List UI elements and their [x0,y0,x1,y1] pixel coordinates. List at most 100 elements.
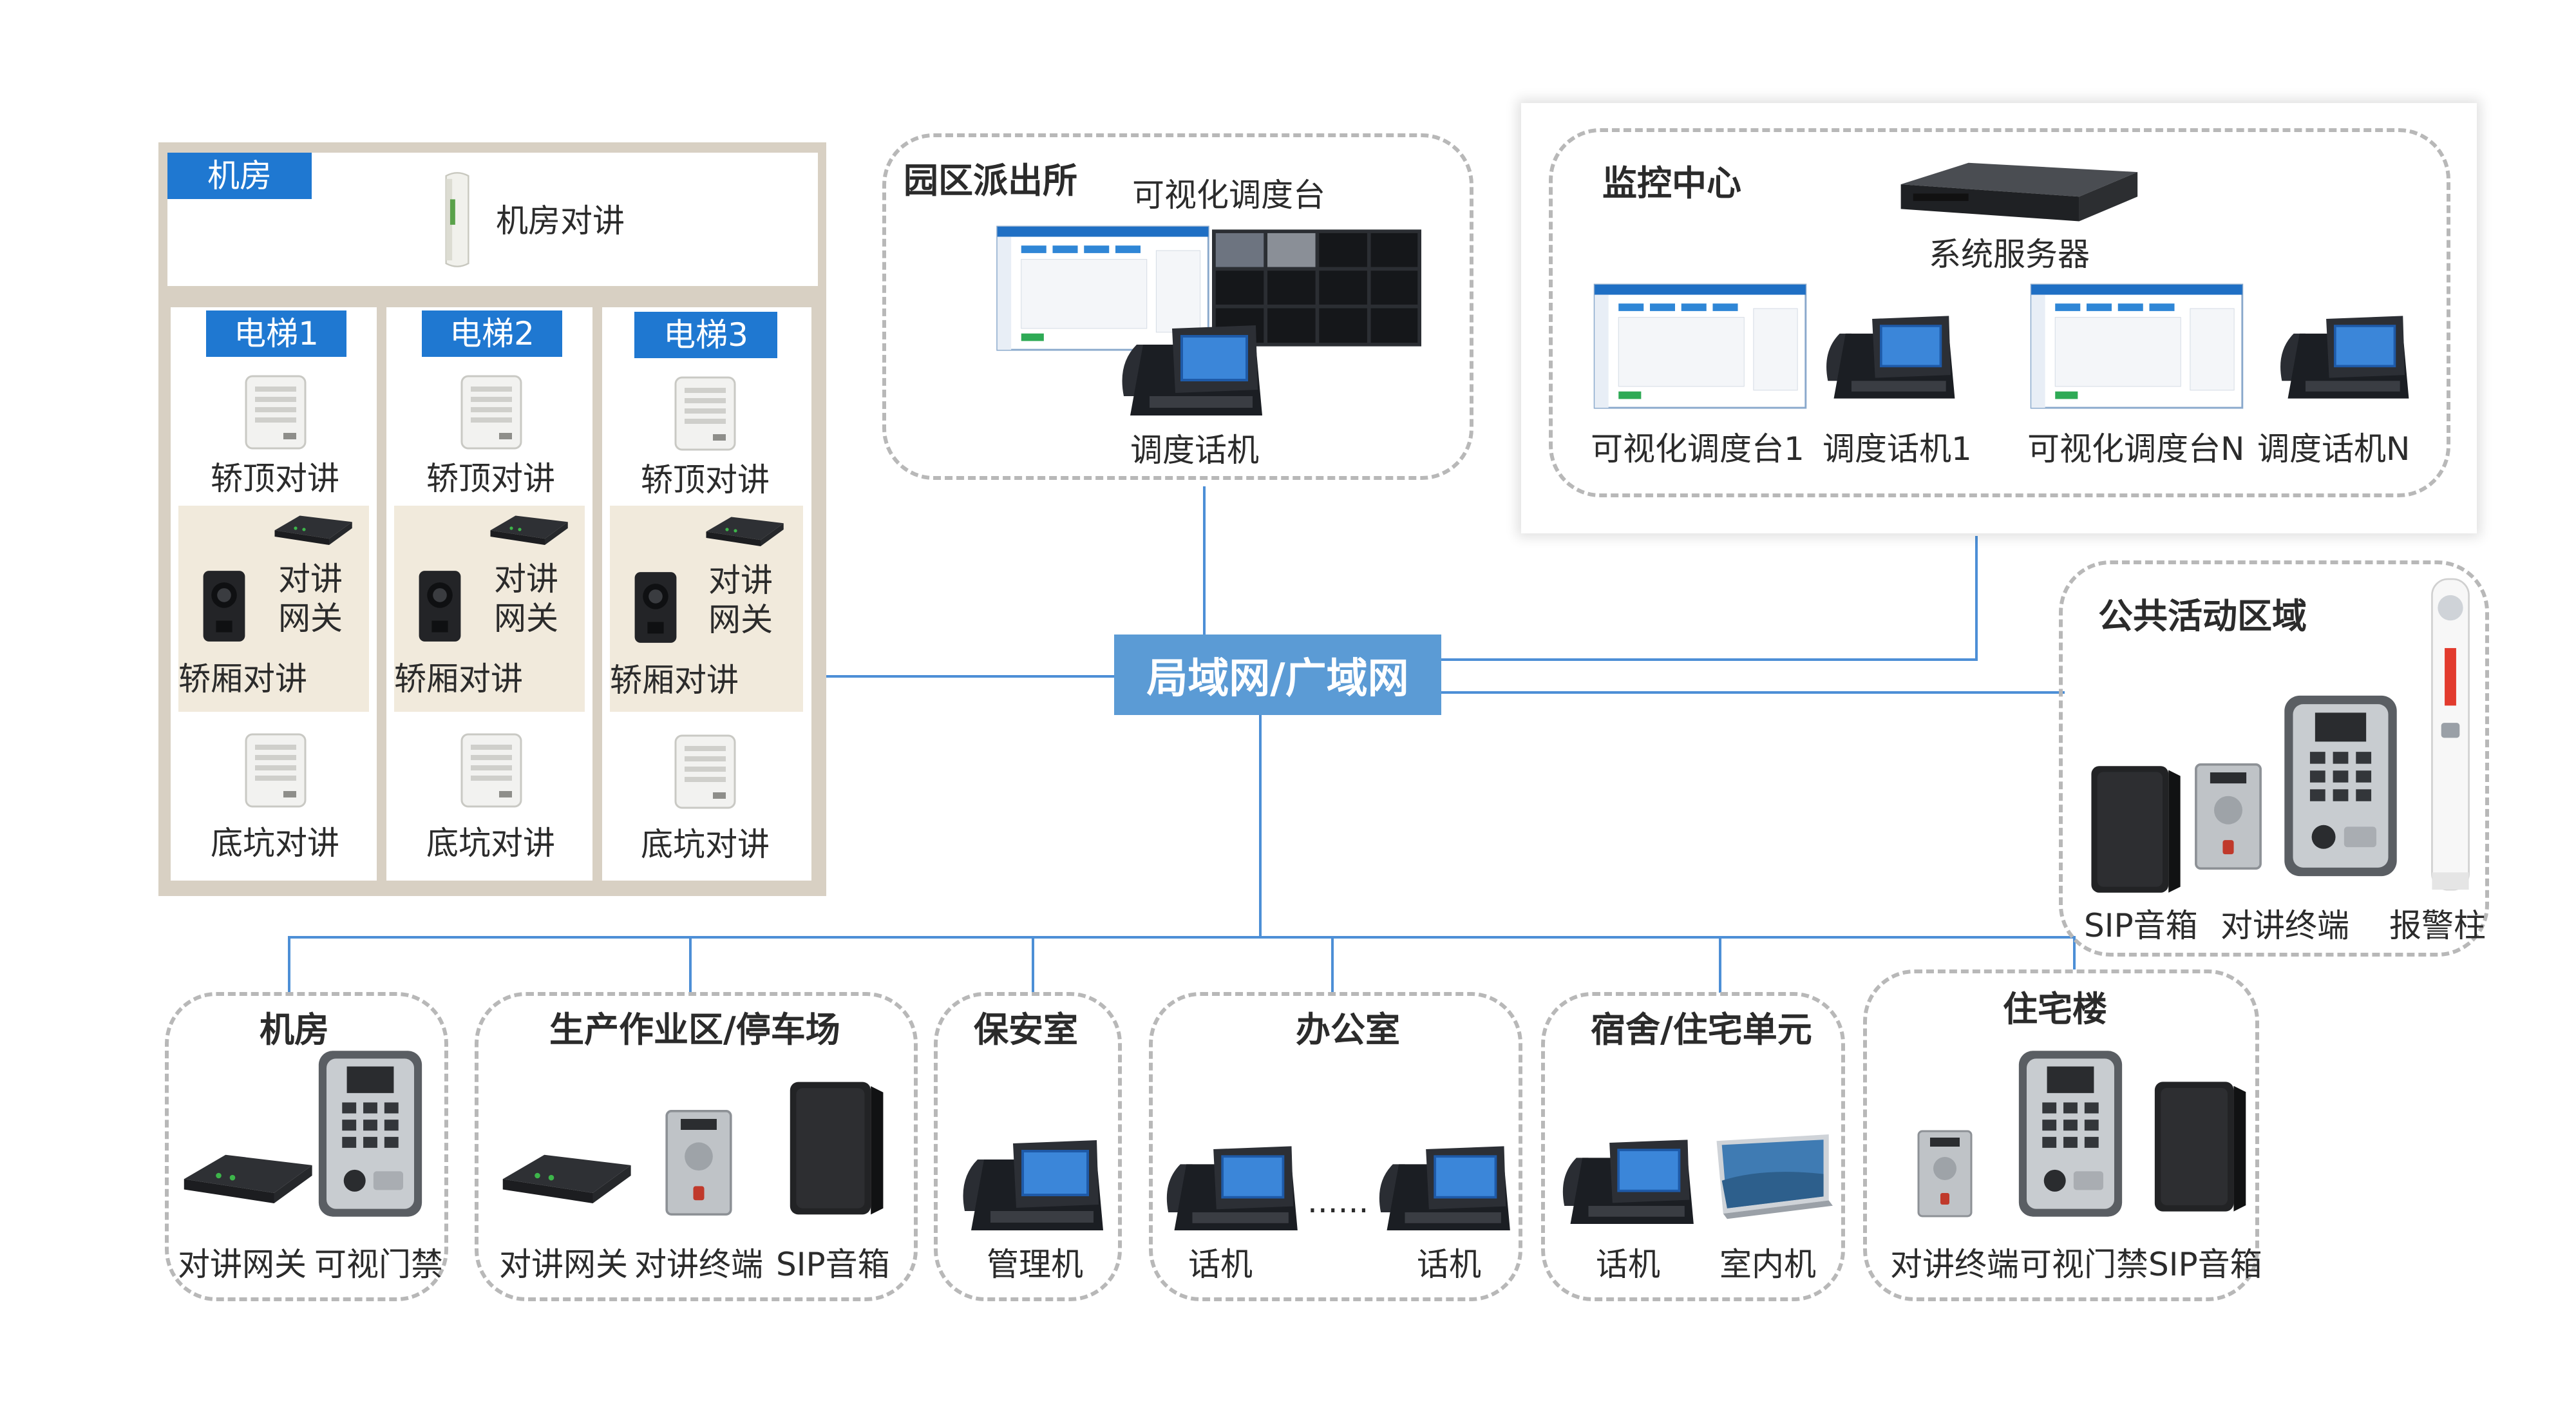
room-group [165,992,448,1301]
room-title: 机房 [260,1009,329,1050]
production-title: 生产作业区/停车场 [549,1009,840,1050]
pit-intercom-3 [673,733,737,810]
room-access-control [316,1047,425,1221]
elevator-tag-1: 电梯1 [206,310,346,357]
link-hub-to-monitor-h [1441,658,1978,661]
dorm-phone [1552,1134,1697,1224]
pit-intercom-2 [459,732,524,809]
public-intercom-terminal [2193,760,2264,873]
gateway-label-2a: 对讲 [494,560,558,598]
police-station-group [882,133,1473,480]
gateway-device-3 [702,510,786,549]
pit-intercom-1 [243,732,308,809]
bus-drop-office [1331,936,1334,993]
production-gateway [496,1143,634,1208]
console-1-label: 可视化调度台1 [1591,430,1804,468]
gateway-label-2b: 网关 [494,600,558,637]
production-intercom-terminal [663,1108,734,1217]
car-intercom-device-1 [201,568,247,644]
bus-drop-security [1032,936,1034,993]
police-phone-label: 调度话机 [1130,432,1259,469]
office-item2-label: 话机 [1417,1246,1481,1283]
public-area-group [2059,560,2489,957]
car-intercom-device-2 [417,568,463,644]
security-title: 保安室 [974,1009,1078,1050]
elevator-tag-2: 电梯2 [422,310,562,357]
gateway-label-1b: 网关 [278,600,343,637]
residential-group [1863,969,2259,1301]
residential-sip-speaker [2145,1076,2254,1217]
residential-item1-label: 对讲终端 [1890,1246,2019,1283]
car-label-1: 轿厢对讲 [178,660,307,698]
security-item1-label: 管理机 [987,1246,1083,1283]
residential-intercom-terminal [1897,1129,1993,1219]
pit-label-2: 底坑对讲 [426,825,555,862]
link-hub-to-public [1441,691,2065,694]
office-phone-1 [1156,1140,1301,1230]
production-item3-label: SIP音箱 [776,1246,890,1283]
monitor-center-title: 监控中心 [1602,163,1741,204]
dispatch-phone-n [2270,309,2412,399]
public-sip-speaker [2080,760,2190,899]
gateway-label-1a: 对讲 [278,560,343,598]
dorm-item1-label: 话机 [1596,1246,1660,1283]
bottom-bus [288,936,2076,939]
gateway-device-2 [486,509,570,548]
phone-n-label: 调度话机N [2257,430,2410,468]
production-item1-label: 对讲网关 [499,1246,628,1283]
network-hub: 局域网/广域网 [1114,635,1441,715]
bus-drop-production [689,936,692,993]
car-label-3: 轿厢对讲 [610,662,739,699]
residential-access-control [2016,1047,2125,1221]
office-item1-label: 话机 [1188,1246,1253,1283]
office-dots: ...... [1307,1183,1369,1220]
security-group [934,992,1122,1301]
production-group [475,992,918,1301]
security-management-phone [952,1134,1106,1230]
public-access-panel [2281,689,2400,883]
gateway-label-3a: 对讲 [708,562,773,599]
pit-label-1: 底坑对讲 [211,825,339,862]
machine-room-top-device-label: 机房对讲 [496,202,625,240]
car-top-intercom-1 [243,374,308,451]
monitor-center-group [1549,128,2450,497]
public-speaker-label: SIP音箱 [2084,907,2198,944]
hub-label: 局域网/广域网 [1146,654,1409,703]
console-n-label: 可视化调度台N [2027,430,2245,468]
public-alarm-label: 报警柱 [2389,907,2486,944]
police-station-title: 园区派出所 [904,160,1077,201]
office-title: 办公室 [1296,1009,1400,1050]
police-console-label: 可视化调度台 [1132,177,1325,214]
car-label-2: 轿厢对讲 [394,660,523,698]
room-item2-label: 可视门禁 [314,1246,443,1283]
dorm-group [1541,992,1845,1301]
link-hub-to-bus [1259,715,1262,937]
console-1-screen [1591,283,1810,409]
room-gateway [177,1143,316,1208]
dorm-item2-label: 室内机 [1719,1246,1816,1283]
production-item2-label: 对讲终端 [634,1246,763,1283]
bus-drop-dorm [1719,936,1721,993]
dorm-indoor-monitor [1703,1127,1835,1221]
dispatch-phone-1 [1816,309,1958,399]
elevator-tag-3: 电梯3 [634,312,777,358]
office-phone-2 [1368,1140,1513,1230]
console-n-screen [2027,283,2246,409]
residential-item2-label: 可视门禁 [2020,1246,2148,1283]
gateway-device-1 [270,509,354,548]
machine-room-top-tag: 机房 [167,153,312,199]
car-intercom-device-3 [632,569,679,645]
public-terminal-label: 对讲终端 [2221,907,2349,944]
car-top-label-1: 轿顶对讲 [211,460,339,497]
wall-intercom-device [439,169,475,271]
link-monitor-to-hub-v [1975,536,1978,660]
car-top-intercom-3 [673,375,737,452]
alarm-pillar [2421,573,2479,895]
pit-label-3: 底坑对讲 [641,826,770,863]
public-area-title: 公共活动区域 [2098,596,2307,636]
bus-drop-room [288,936,290,993]
car-top-intercom-2 [459,374,524,451]
link-left-to-hub [826,675,1117,678]
system-server-label: 系统服务器 [1929,236,2090,273]
residential-item3-label: SIP音箱 [2148,1246,2262,1283]
